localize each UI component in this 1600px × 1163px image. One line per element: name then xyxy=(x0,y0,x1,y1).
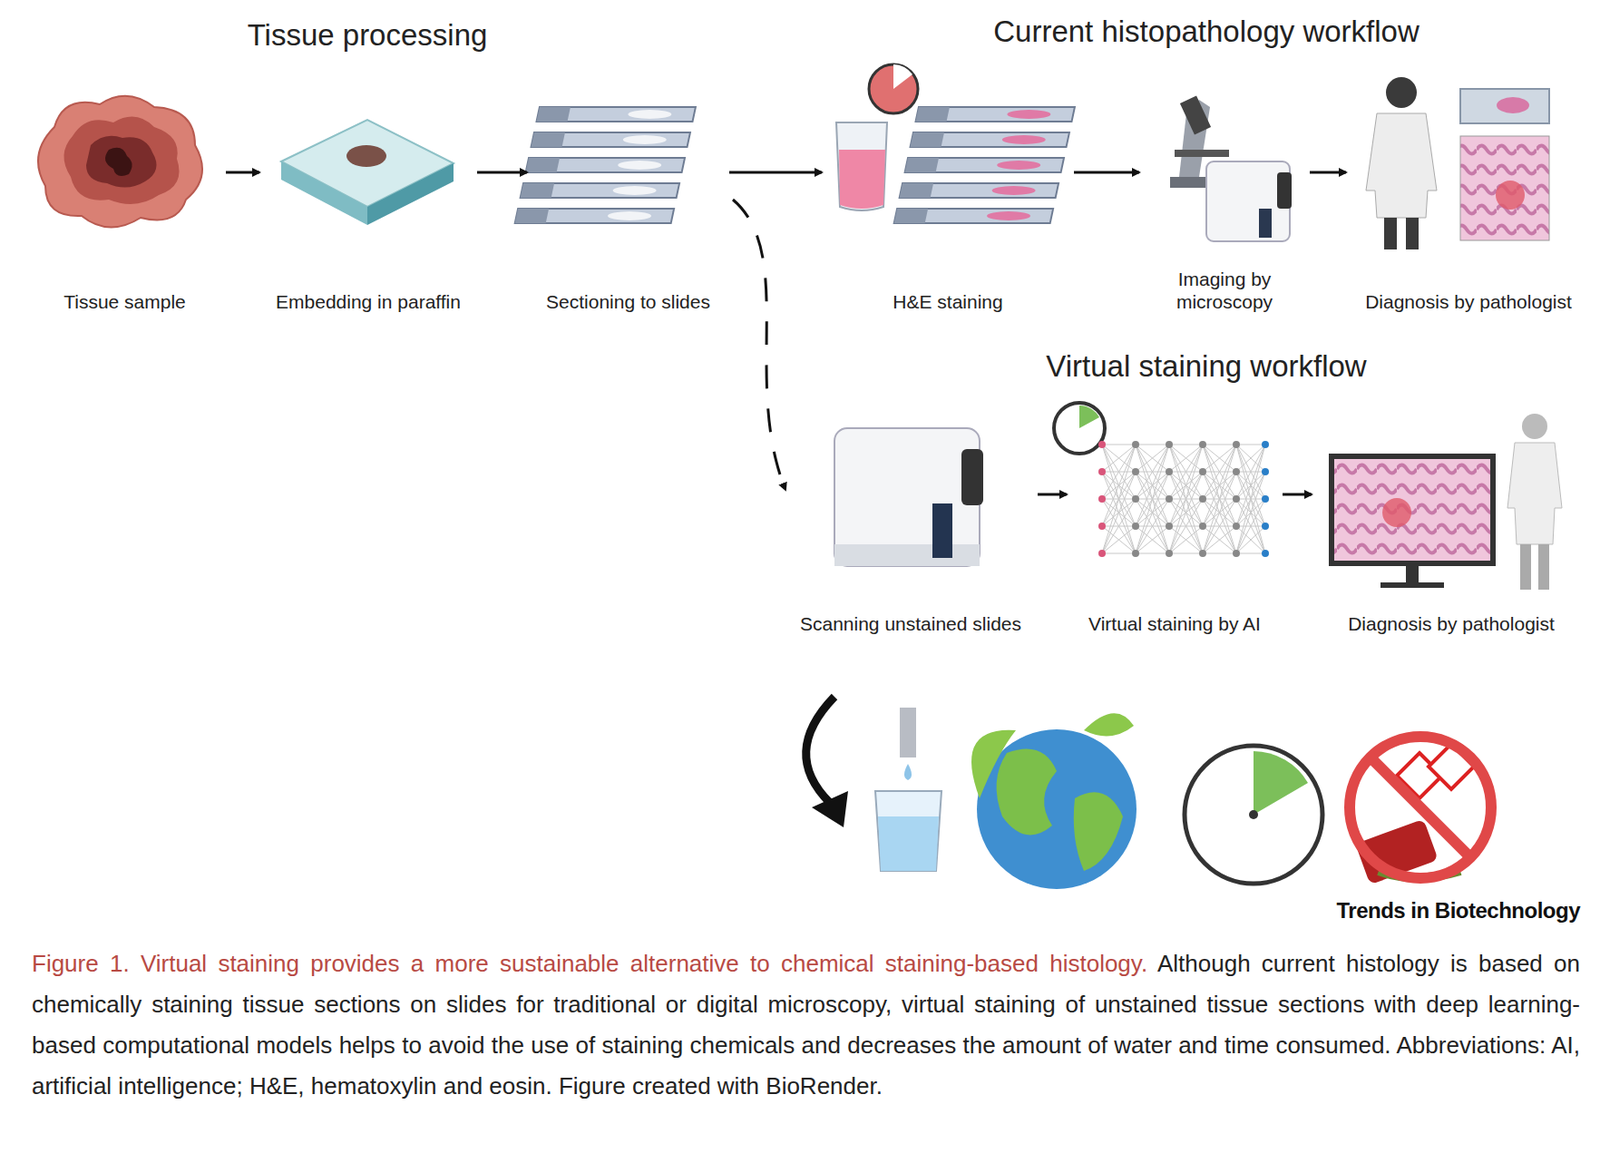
flow-arrow xyxy=(225,171,260,175)
section-heading: Current histopathology workflow xyxy=(993,14,1420,49)
figure-caption: Figure 1. Virtual staining provides a mo… xyxy=(31,943,1581,1107)
section-heading: Virtual staining workflow xyxy=(1045,349,1366,384)
tissue-icon xyxy=(38,96,203,228)
process-step: Sectioning to slides xyxy=(530,81,726,313)
step-label: H&E staining xyxy=(890,290,1005,313)
flow-arrow xyxy=(1073,171,1140,175)
slide-stack-icon xyxy=(515,107,696,224)
step-label: Diagnosis by pathologist xyxy=(1346,612,1557,635)
monitor-icon xyxy=(1331,413,1562,590)
caption-title: Figure 1. Virtual staining provides a mo… xyxy=(31,949,1148,977)
process-step: Imaging by microscopy xyxy=(1142,81,1307,313)
step-label: Embedding in paraffin xyxy=(273,290,463,313)
process-step: Scanning unstained slides xyxy=(787,403,1035,635)
step-label: Virtual staining by AI xyxy=(1086,612,1263,635)
flow-arrow xyxy=(1309,171,1347,175)
scanner-icon xyxy=(834,428,984,566)
section-heading: Tissue processing xyxy=(247,18,488,53)
process-step: Diagnosis by pathologist xyxy=(1315,403,1588,635)
journal-name: Trends in Biotechnology xyxy=(1336,897,1581,924)
step-label: Diagnosis by pathologist xyxy=(1363,290,1574,313)
process-step: Embedding in paraffin xyxy=(263,81,474,313)
flow-arrow xyxy=(729,171,822,175)
step-label: Scanning unstained slides xyxy=(798,612,1024,635)
flow-arrow xyxy=(732,199,786,490)
sustainability-icons xyxy=(806,696,1492,889)
process-step: H&E staining xyxy=(825,81,1071,313)
flow-arrow xyxy=(1282,493,1312,497)
stained-slides-icon xyxy=(894,107,1075,224)
flow-arrow xyxy=(477,171,527,175)
microscope-icon xyxy=(1170,96,1292,242)
process-step: Tissue sample xyxy=(27,81,223,313)
step-label: Tissue sample xyxy=(61,290,188,313)
pathologist-icon xyxy=(1365,77,1550,250)
step-label: Imaging by microscopy xyxy=(1163,267,1286,313)
process-step: Virtual staining by AI xyxy=(1070,403,1279,635)
flow-arrow xyxy=(1037,493,1067,497)
neural-network-icon xyxy=(1053,402,1269,557)
paraffin-block-icon xyxy=(281,119,454,225)
step-label: Sectioning to slides xyxy=(544,290,713,313)
process-step: Diagnosis by pathologist xyxy=(1349,81,1588,313)
